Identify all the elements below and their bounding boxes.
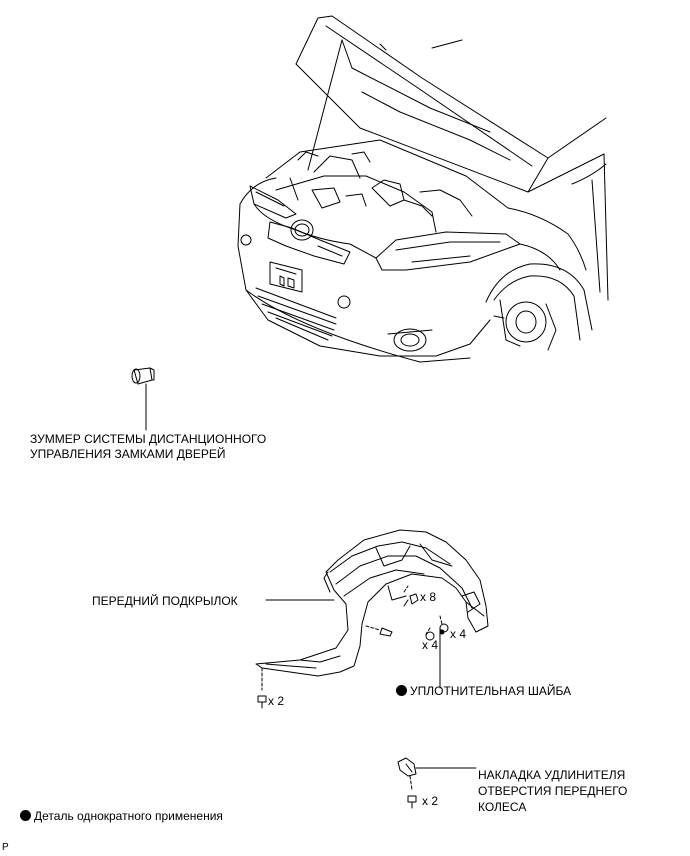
legend-text: Деталь однократного применения: [34, 809, 223, 823]
door-lock-buzzer-drawing: [131, 367, 155, 431]
washer-marker: [439, 629, 445, 635]
qty-cover-screw: x 2: [422, 794, 439, 808]
single-use-dot-icon: [20, 810, 31, 821]
wheel-opening-cover-drawing: [397, 757, 477, 809]
cover-label-line1: НАКЛАДКА УДЛИНИТЕЛЯ: [478, 768, 626, 782]
qty-washer-right: x 4: [450, 627, 467, 641]
buzzer-label-line1: ЗУММЕР СИСТЕМЫ ДИСТАНЦИОННОГО: [30, 432, 267, 446]
cover-label-line3: КОЛЕСА: [478, 800, 527, 814]
legend: Деталь однократного применения: [20, 808, 223, 824]
qty-bolt-left: x 2: [268, 694, 285, 708]
buzzer-label-line2: УПРАВЛЕНИЯ ЗАМКАМИ ДВЕРЕЙ: [30, 447, 226, 461]
fender-liner-drawing: [255, 529, 489, 677]
fender-liner-label: ПЕРЕДНИЙ ПОДКРЫЛОК: [92, 594, 238, 608]
qty-washer-left: x 4: [422, 638, 439, 652]
qty-clips-upper: x 8: [420, 590, 437, 604]
cover-label-line2: ОТВЕРСТИЯ ПЕРЕДНЕГО: [478, 784, 628, 798]
washer-label: УПЛОТНИТЕЛЬНАЯ ШАЙБА: [396, 683, 571, 699]
single-use-dot-icon: [396, 685, 407, 696]
corner-code: P: [2, 842, 9, 853]
car-front-drawing: [237, 15, 609, 363]
washer-label-text: УПЛОТНИТЕЛЬНАЯ ШАЙБА: [410, 684, 572, 698]
